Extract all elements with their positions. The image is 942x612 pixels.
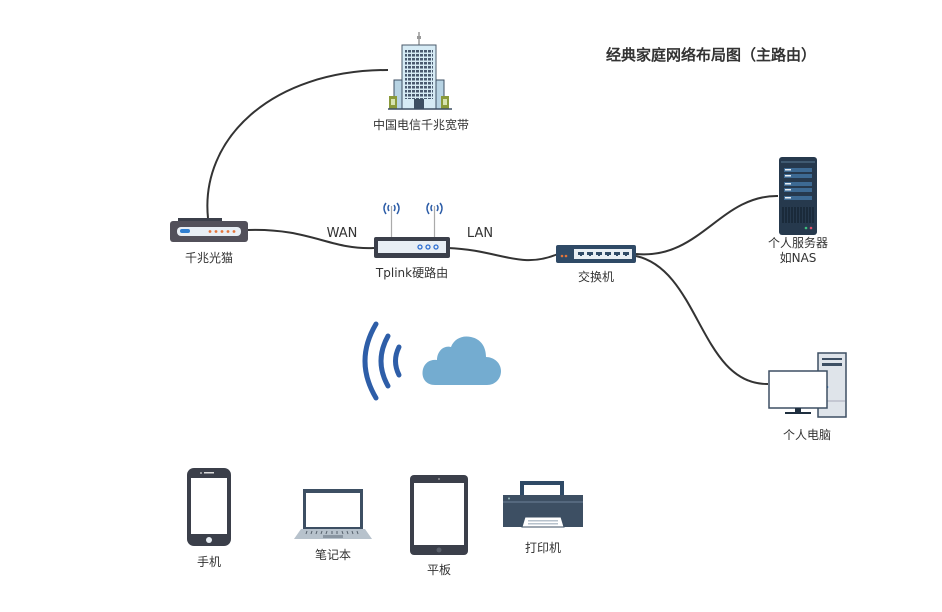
tablet-node[interactable] — [410, 475, 468, 555]
smartphone-icon — [187, 468, 231, 546]
cloud-node — [421, 335, 503, 387]
modem-node[interactable] — [170, 218, 248, 242]
wifi-signal-icon — [362, 321, 402, 401]
network-switch-icon — [556, 245, 636, 263]
laptop-node[interactable] — [293, 489, 373, 541]
printer-label: 打印机 — [524, 541, 561, 555]
server-icon — [779, 157, 817, 235]
wan-label: WAN — [326, 226, 358, 241]
tablet-icon — [410, 475, 468, 555]
wireless-node — [356, 320, 406, 402]
switch-node[interactable] — [556, 245, 636, 263]
pc-label: 个人电脑 — [782, 428, 831, 442]
router-icon — [374, 202, 450, 258]
link-isp-modem — [206, 69, 389, 219]
laptop-label: 笔记本 — [314, 548, 351, 562]
office-building-icon — [388, 32, 452, 110]
phone-label: 手机 — [196, 555, 221, 569]
link-switch-server — [635, 194, 779, 256]
isp-label: 中国电信千兆宽带 — [372, 118, 469, 132]
phone-node[interactable] — [187, 468, 231, 546]
switch-label: 交换机 — [577, 270, 614, 284]
router-node[interactable] — [374, 198, 450, 260]
tablet-label: 平板 — [426, 563, 451, 577]
link-modem-router — [247, 228, 375, 250]
printer-node[interactable] — [503, 481, 583, 531]
desktop-computer-icon — [768, 352, 847, 418]
server-label-line1: 个人服务器 — [767, 236, 828, 250]
diagram-title: 经典家庭网络布局图（主路由） — [606, 46, 817, 64]
link-switch-pc — [635, 255, 769, 386]
cloud-icon — [422, 336, 501, 385]
router-label: Tplink硬路由 — [375, 266, 449, 280]
laptop-icon — [294, 489, 372, 539]
modem-icon — [170, 218, 248, 242]
link-router-switch — [447, 247, 559, 262]
isp-node[interactable] — [388, 30, 454, 112]
server-label-line2: 如NAS — [779, 251, 817, 265]
printer-icon — [503, 481, 583, 528]
server-node[interactable] — [779, 157, 817, 235]
lan-label: LAN — [466, 226, 494, 241]
modem-label: 千兆光猫 — [184, 251, 233, 265]
pc-node[interactable] — [768, 352, 848, 418]
